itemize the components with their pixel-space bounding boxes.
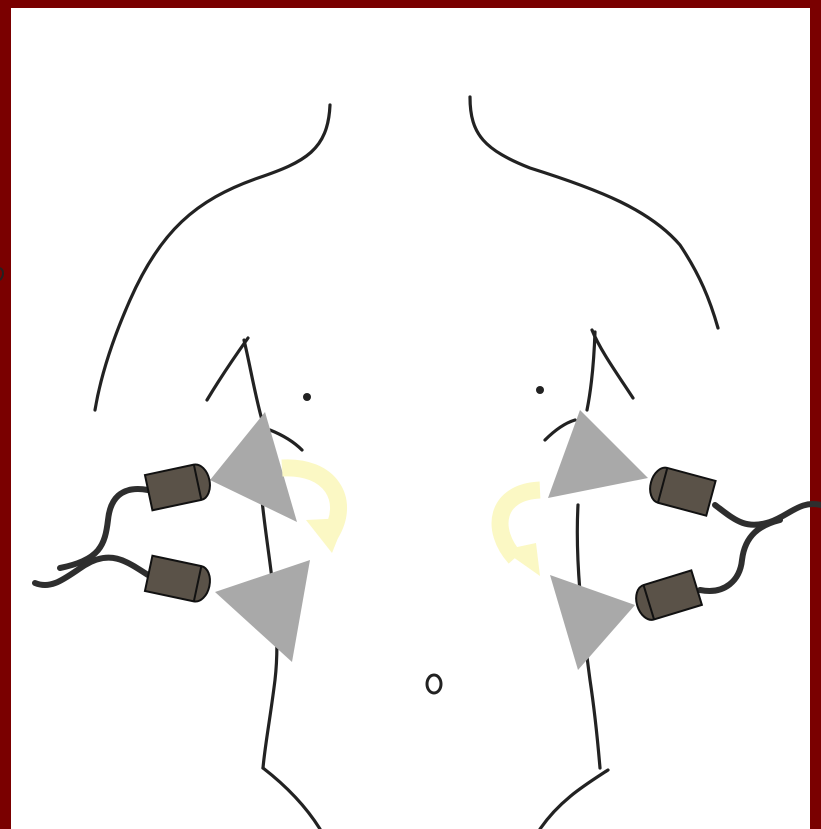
right-lower-cable (700, 520, 780, 591)
left-lower-probe (145, 556, 213, 604)
rotation-arrows (282, 468, 540, 576)
right-lower-probe (632, 570, 702, 623)
left-lower-cable (35, 558, 148, 585)
right-flank-upper (587, 332, 595, 410)
curved-arrow-counterclockwise-icon (500, 490, 540, 576)
left-hip (263, 768, 320, 829)
right-lower-beam (550, 575, 635, 670)
right-shoulder-line (470, 97, 718, 328)
right-upper-probe (646, 465, 715, 516)
ultrasound-beams (210, 410, 648, 670)
left-edge-mark (0, 268, 3, 280)
navel (427, 675, 441, 693)
right-nipple (536, 386, 544, 394)
left-flank-upper (244, 340, 262, 420)
left-lower-beam (215, 560, 310, 662)
right-upper-beam (548, 410, 648, 498)
left-upper-probe (145, 462, 213, 510)
right-hip (540, 770, 608, 829)
left-shoulder-line (95, 105, 330, 410)
left-nipple (303, 393, 311, 401)
left-armpit-line (207, 338, 248, 400)
right-armpit-line (592, 330, 633, 398)
